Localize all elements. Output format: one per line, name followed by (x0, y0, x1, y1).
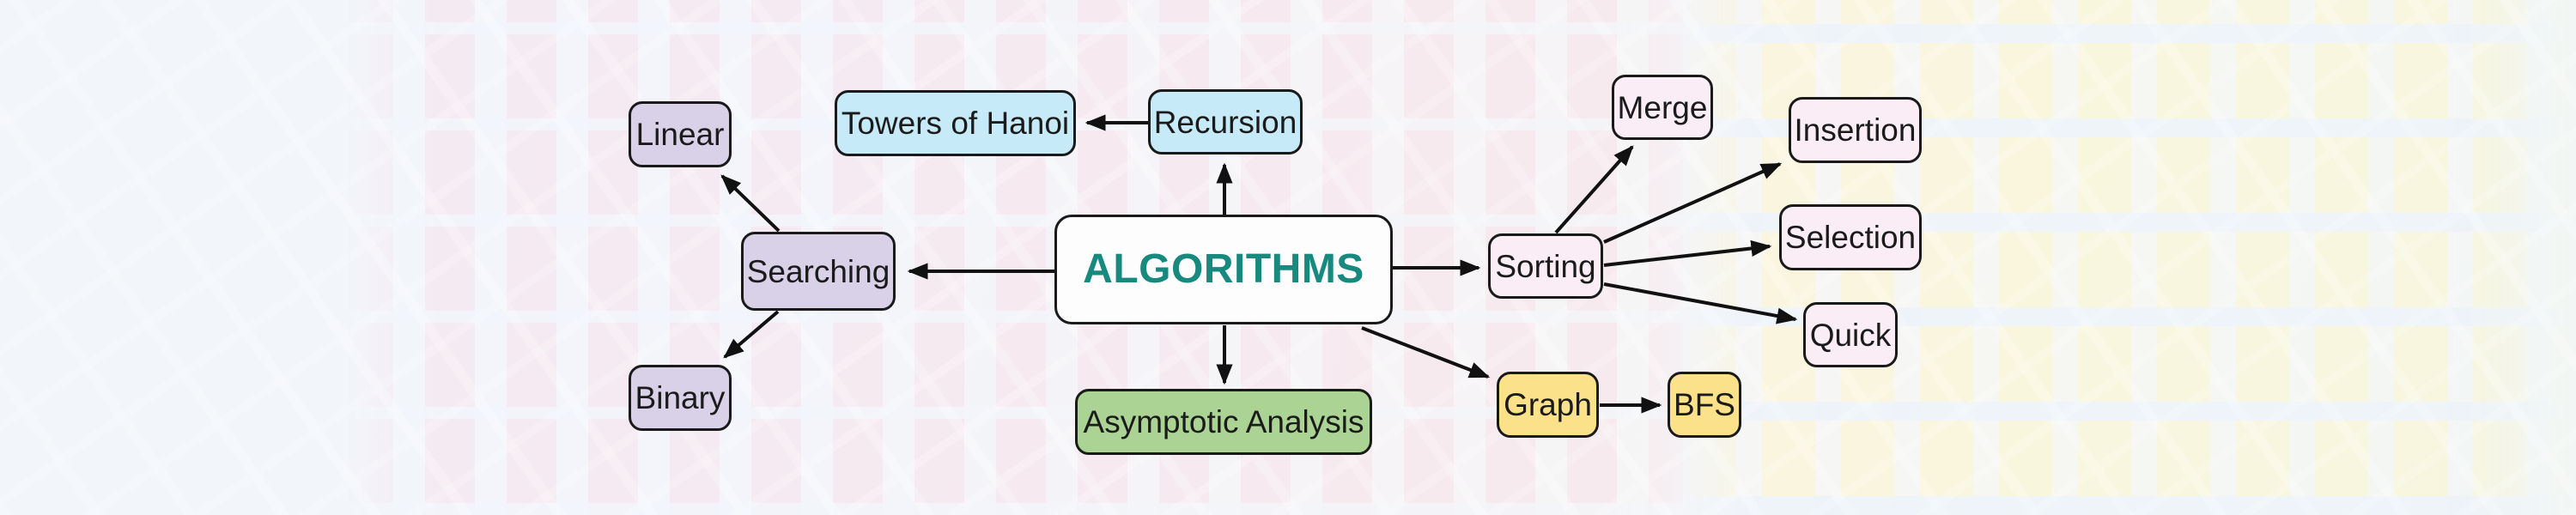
node-searching[interactable]: Searching (741, 232, 896, 311)
node-insertion[interactable]: Insertion (1789, 97, 1922, 163)
edge-sorting-merge (1554, 145, 1634, 234)
node-linear[interactable]: Linear (629, 101, 732, 167)
edge-algorithms-graph (1361, 326, 1491, 379)
node-binary[interactable]: Binary (629, 365, 732, 431)
node-selection[interactable]: Selection (1779, 204, 1922, 270)
node-merge[interactable]: Merge (1612, 75, 1713, 140)
edge-sorting-selection (1603, 239, 1772, 267)
node-towers-of-hanoi[interactable]: Towers of Hanoi (835, 90, 1076, 156)
node-asymptotic-analysis[interactable]: Asymptotic Analysis (1075, 389, 1372, 455)
node-algorithms[interactable]: ALGORITHMS (1054, 215, 1393, 324)
node-quick[interactable]: Quick (1803, 302, 1898, 367)
edge-searching-binary (723, 310, 780, 359)
edge-sorting-quick (1603, 282, 1798, 324)
edge-searching-linear (720, 174, 781, 233)
node-recursion[interactable]: Recursion (1148, 89, 1303, 154)
node-sorting[interactable]: Sorting (1488, 233, 1603, 299)
node-graph[interactable]: Graph (1497, 372, 1599, 438)
edge-sorting-insertion (1603, 162, 1783, 244)
node-bfs[interactable]: BFS (1668, 372, 1741, 438)
